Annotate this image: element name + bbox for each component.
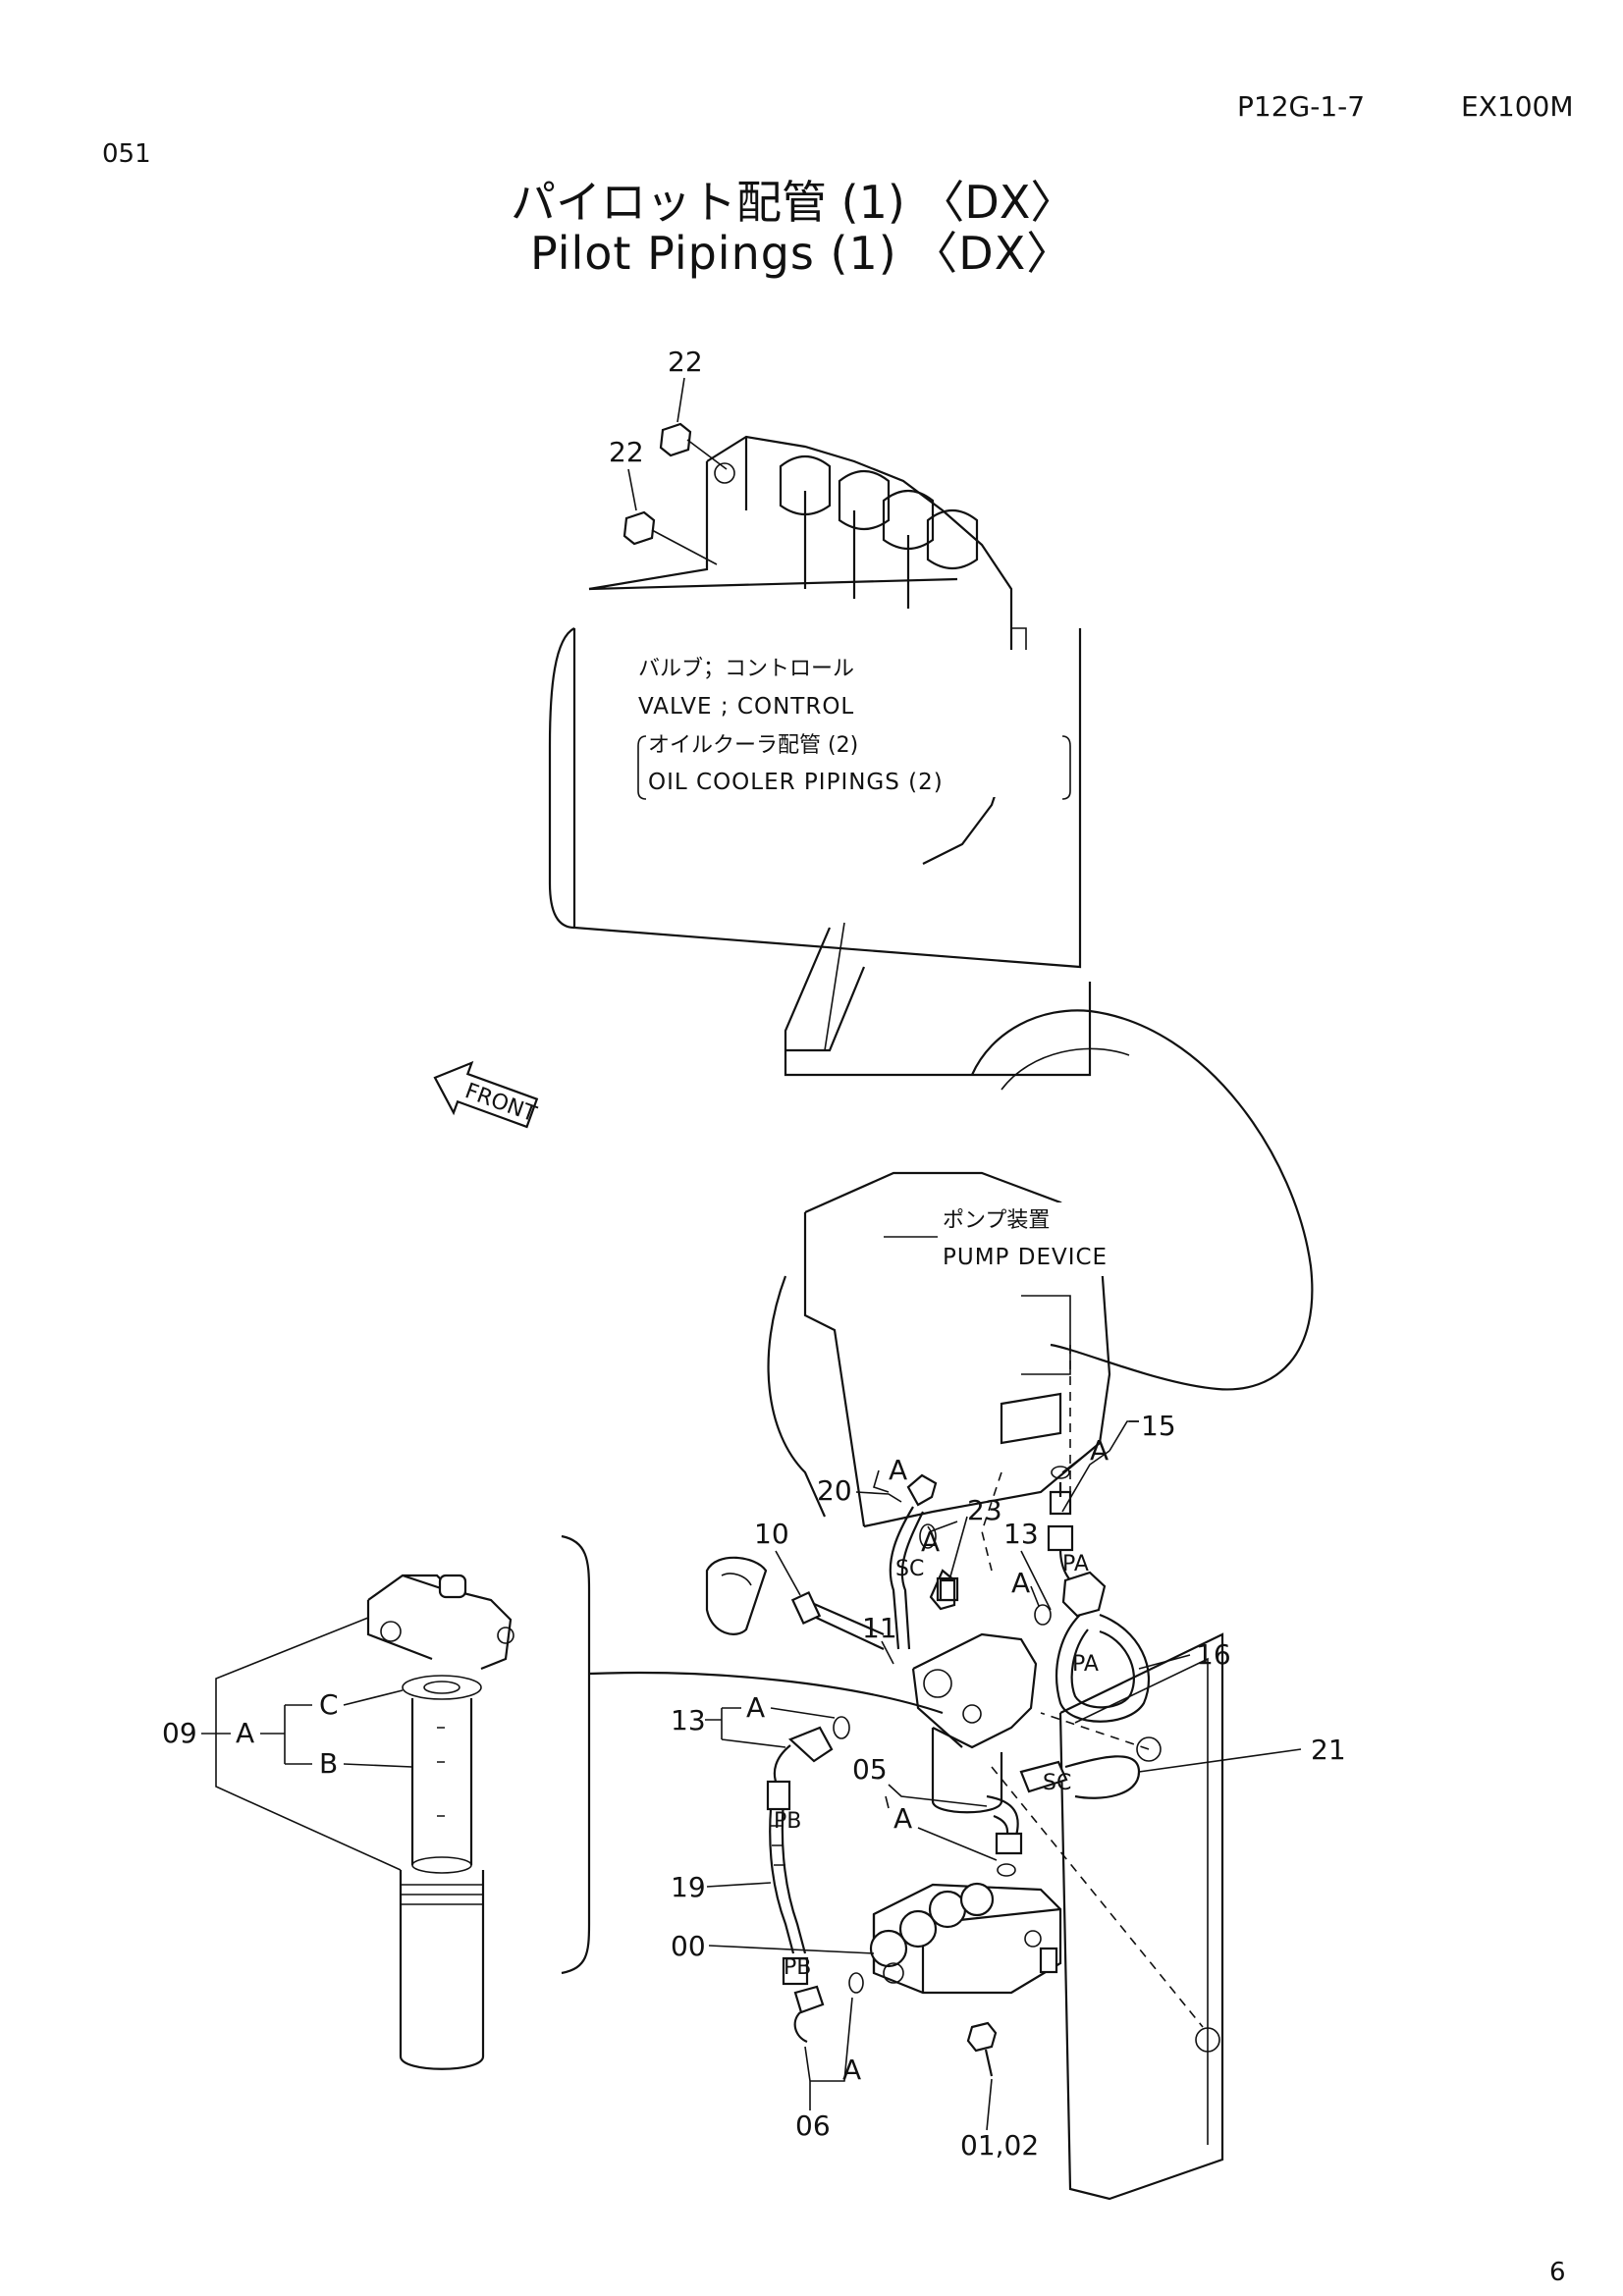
oil-cooler-label-en: OIL COOLER PIPINGS (2) — [648, 770, 944, 795]
oil-cooler-label-jp: オイルクーラ配管 (2) — [648, 733, 858, 758]
callout-22-top: 22 — [668, 346, 703, 378]
callout-22-left: 22 — [609, 436, 644, 468]
valve-label-en: VALVE ; CONTROL — [638, 694, 854, 720]
callout-21: 21 — [1311, 1734, 1346, 1766]
callout-05: 05 — [852, 1753, 888, 1786]
callout-09: 09 — [162, 1717, 197, 1749]
control-valve-drawing — [548, 422, 1092, 1077]
port-pb-lower: PB — [784, 1955, 811, 1980]
callout-11: 11 — [862, 1612, 897, 1644]
letter-a-13-lower: A — [746, 1691, 765, 1724]
front-arrow: FRONT — [433, 1060, 540, 1129]
callout-13-upper: 13 — [1003, 1518, 1039, 1550]
page-number: 051 — [102, 139, 151, 169]
callout-23: 23 — [967, 1494, 1002, 1526]
corner-mark: 6 — [1549, 2258, 1566, 2287]
pump-device-drawing — [767, 1009, 1314, 1572]
pilot-filter-drawing — [366, 1574, 514, 2070]
bracket-right — [1061, 735, 1071, 800]
valve-label-jp: バルブ；コントロール — [638, 657, 854, 681]
callout-13-lower: 13 — [671, 1704, 706, 1736]
bolt-22-b — [622, 510, 718, 565]
port-pa-upper: PA — [1062, 1552, 1089, 1576]
letter-a-filter: A — [236, 1717, 254, 1749]
model-code: EX100M — [1461, 90, 1574, 123]
pump-label-jp: ポンプ装置 — [943, 1208, 1050, 1233]
pump-label-en: PUMP DEVICE — [943, 1245, 1108, 1270]
lower-piping-drawing — [705, 1466, 1224, 2201]
letter-a-23: A — [921, 1525, 940, 1558]
callout-19: 19 — [671, 1871, 706, 1903]
title-japanese: パイロット配管 (1) 〈DX〉 — [511, 176, 1076, 229]
callout-06: 06 — [795, 2109, 831, 2142]
letter-a-05: A — [893, 1802, 912, 1835]
letter-a-06: A — [842, 2054, 861, 2086]
port-sc-lower: SC — [1043, 1771, 1071, 1795]
detail-leader — [588, 1671, 944, 1715]
callout-01-02: 01,02 — [960, 2129, 1039, 2162]
bolt-22-a — [659, 422, 728, 470]
callout-20: 20 — [817, 1474, 852, 1507]
letter-a-13-upper: A — [1011, 1567, 1030, 1599]
bracket-left — [637, 735, 647, 800]
callout-10: 10 — [754, 1518, 789, 1550]
callout-00: 00 — [671, 1930, 706, 1962]
callout-15: 15 — [1141, 1410, 1176, 1442]
detail-bracket — [561, 1534, 591, 1975]
port-pb-upper: PB — [774, 1809, 801, 1834]
port-pa-lower: PA — [1072, 1652, 1099, 1677]
title-english: Pilot Pipings (1) 〈DX〉 — [530, 227, 1073, 280]
callout-16: 16 — [1196, 1638, 1231, 1671]
page-code: P12G-1-7 — [1237, 90, 1366, 123]
letter-a-15: A — [1090, 1434, 1109, 1467]
letter-a-20: A — [889, 1454, 907, 1486]
port-sc-upper: SC — [895, 1557, 924, 1581]
letter-b-filter: B — [319, 1747, 338, 1780]
letter-c-filter: C — [319, 1688, 339, 1721]
